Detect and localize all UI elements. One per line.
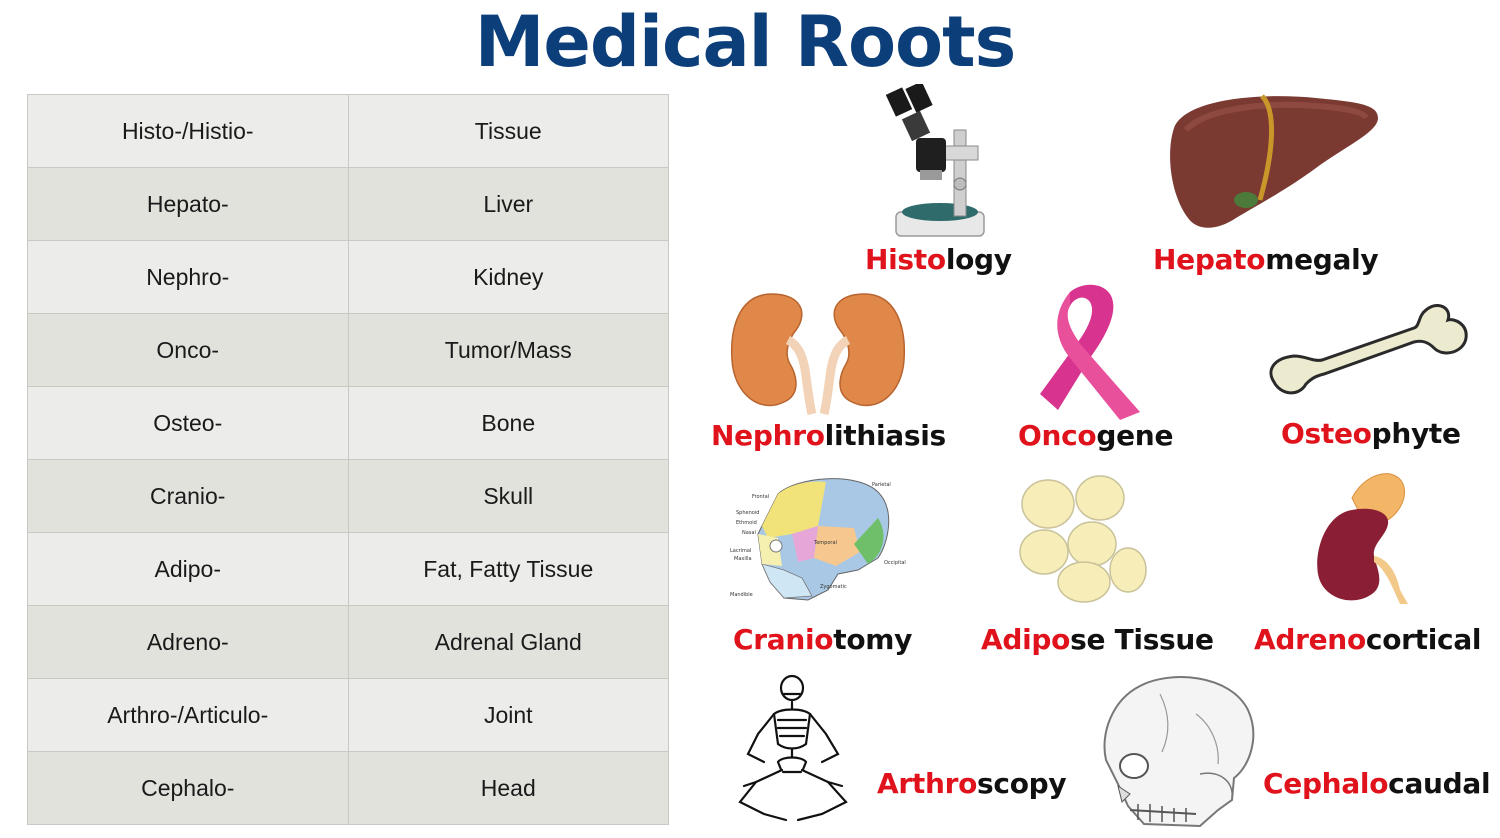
root-cell: Arthro-/Articulo- xyxy=(27,678,349,752)
root-cell: Adreno- xyxy=(27,605,349,679)
table-row: Adipo-Fat, Fatty Tissue xyxy=(27,532,669,606)
skull-label: Temporal xyxy=(813,540,837,546)
liver-icon xyxy=(1170,94,1378,228)
table-row: Hepato-Liver xyxy=(27,167,669,241)
microscope-icon xyxy=(885,84,985,237)
table-row: Osteo-Bone xyxy=(27,386,669,460)
table-row: Histo-/Histio-Tissue xyxy=(27,94,669,168)
skull-label: Mandible xyxy=(730,592,753,598)
term-suffix: cortical xyxy=(1365,623,1482,656)
term-suffix: se Tissue xyxy=(1070,623,1214,656)
meaning-cell: Fat, Fatty Tissue xyxy=(347,532,669,606)
meaning-cell: Adrenal Gland xyxy=(347,605,669,679)
term-arthroscopy: Arthroscopy xyxy=(877,767,1067,800)
root-cell: Onco- xyxy=(27,313,349,387)
term-suffix: lithiasis xyxy=(824,419,947,452)
skull-label: Occipital xyxy=(884,560,906,566)
fat-cells-icon xyxy=(1019,475,1147,603)
term-root: Arthro xyxy=(877,767,978,800)
skull-label: Lacrimal xyxy=(730,548,751,554)
ribbon-icon xyxy=(1040,284,1140,420)
term-root: Cephalo xyxy=(1263,767,1389,800)
meaning-cell: Tumor/Mass xyxy=(347,313,669,387)
table-row: Cranio-Skull xyxy=(27,459,669,533)
table-row: Cephalo-Head xyxy=(27,751,669,825)
term-suffix: caudal xyxy=(1388,767,1491,800)
term-root: Osteo xyxy=(1281,417,1372,450)
term-oncogene: Oncogene xyxy=(1018,419,1173,452)
term-suffix: scopy xyxy=(977,767,1067,800)
root-cell: Adipo- xyxy=(27,532,349,606)
term-root: Hepato xyxy=(1153,243,1266,276)
term-hepatomegaly: Hepatomegaly xyxy=(1153,243,1379,276)
term-root: Adreno xyxy=(1254,623,1366,656)
term-nephrolithiasis: Nephrolithiasis xyxy=(711,419,946,452)
term-root: Histo xyxy=(865,243,946,276)
skull-label: Maxilla xyxy=(734,556,752,562)
page-title: Medical Roots xyxy=(474,1,1017,83)
skull-label: Parietal xyxy=(872,482,891,488)
roots-table: Histo-/Histio-Tissue Hepato-Liver Nephro… xyxy=(27,94,669,825)
root-cell: Cranio- xyxy=(27,459,349,533)
skull-label: Ethmoid xyxy=(736,520,757,526)
term-root: Nephro xyxy=(711,419,825,452)
term-root: Onco xyxy=(1018,419,1097,452)
bone-icon xyxy=(1269,304,1468,395)
table-row: Nephro-Kidney xyxy=(27,240,669,314)
skull-diagram-icon: Frontal Parietal Sphenoid Ethmoid Nasal … xyxy=(730,478,906,601)
term-cephalocaudal: Cephalocaudal xyxy=(1263,767,1491,800)
term-root: Cranio xyxy=(733,623,834,656)
term-osteophyte: Osteophyte xyxy=(1281,417,1461,450)
term-suffix: logy xyxy=(945,243,1012,276)
root-cell: Osteo- xyxy=(27,386,349,460)
term-suffix: megaly xyxy=(1265,243,1379,276)
meaning-cell: Tissue xyxy=(347,94,669,168)
term-root: Adipo xyxy=(981,623,1071,656)
meaning-cell: Bone xyxy=(347,386,669,460)
table-row: Arthro-/Articulo-Joint xyxy=(27,678,669,752)
term-craniotomy: Craniotomy xyxy=(733,623,912,656)
root-cell: Cephalo- xyxy=(27,751,349,825)
meaning-cell: Joint xyxy=(347,678,669,752)
meaning-cell: Skull xyxy=(347,459,669,533)
skull-label: Sphenoid xyxy=(736,510,759,516)
table-row: Adreno-Adrenal Gland xyxy=(27,605,669,679)
meaning-cell: Head xyxy=(347,751,669,825)
term-adrenocortical: Adrenocortical xyxy=(1254,623,1482,656)
term-suffix: gene xyxy=(1096,419,1174,452)
kidneys-icon xyxy=(730,293,906,416)
root-cell: Nephro- xyxy=(27,240,349,314)
meaning-cell: Kidney xyxy=(347,240,669,314)
meaning-cell: Liver xyxy=(347,167,669,241)
term-suffix: tomy xyxy=(833,623,913,656)
root-cell: Hepato- xyxy=(27,167,349,241)
term-suffix: phyte xyxy=(1371,417,1461,450)
skull-label: Zygomatic xyxy=(820,584,847,590)
term-adipose-tissue: Adipose Tissue xyxy=(981,623,1214,656)
skeleton-icon xyxy=(738,674,848,822)
term-histology: Histology xyxy=(865,243,1012,276)
table-row: Onco-Tumor/Mass xyxy=(27,313,669,387)
skull-label: Frontal xyxy=(752,494,769,500)
root-cell: Histo-/Histio- xyxy=(27,94,349,168)
adrenal-gland-icon xyxy=(1317,473,1408,604)
skull-label: Nasal xyxy=(742,530,756,536)
skull-icon xyxy=(1103,676,1255,828)
